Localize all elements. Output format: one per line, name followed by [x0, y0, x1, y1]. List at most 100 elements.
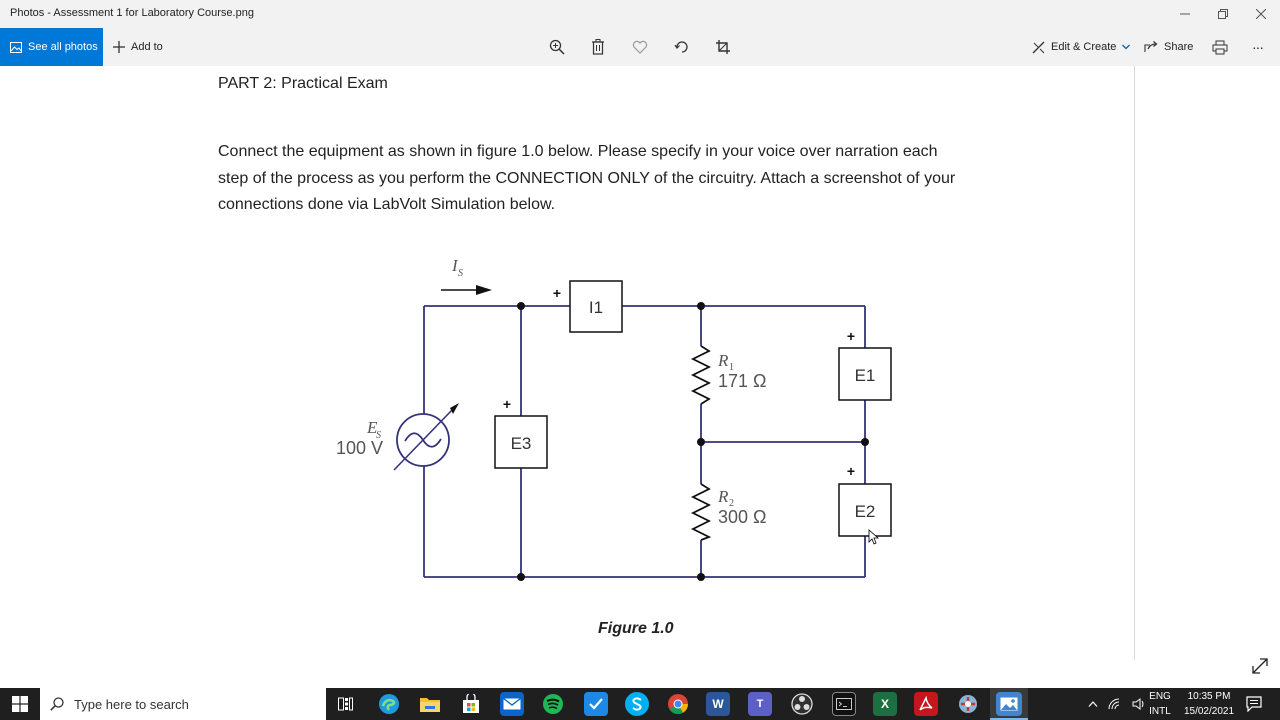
edge-icon — [379, 694, 399, 714]
voltmeter-e3 — [494, 415, 548, 469]
junction-dot — [697, 438, 705, 446]
polarity-plus: + — [847, 328, 855, 344]
junction-dots — [517, 302, 869, 581]
language-top: ENG — [1149, 691, 1171, 702]
network-icon[interactable] — [1108, 698, 1122, 710]
word-icon: W — [712, 697, 724, 711]
source-value: 100 V — [336, 438, 383, 458]
obs-icon — [791, 693, 813, 715]
task-view-button[interactable] — [334, 692, 358, 716]
document-heading: PART 2: Practical Exam — [218, 75, 388, 92]
crop-icon — [716, 40, 730, 54]
taskbar-app-photos[interactable] — [996, 692, 1022, 716]
search-placeholder: Type here to search — [74, 696, 189, 712]
taskbar-app-spotify[interactable] — [541, 692, 565, 716]
meter-e2-label: E2 — [855, 502, 876, 521]
share-icon — [1144, 41, 1158, 52]
junction-dot — [697, 302, 705, 310]
current-arrow-head — [476, 285, 492, 295]
polarity-plus: + — [553, 285, 561, 301]
r1-subscript: 1 — [729, 362, 734, 373]
polarity-plus: + — [847, 463, 855, 479]
paragraph-line: connections done via LabVolt Simulation … — [218, 196, 556, 213]
meter-e3-label: E3 — [511, 434, 532, 453]
more-options-button[interactable]: ··· — [1252, 28, 1264, 66]
restore-button[interactable] — [1204, 0, 1242, 28]
notification-icon — [1246, 696, 1262, 713]
taskbar-app-store[interactable] — [459, 692, 483, 716]
terminal-icon — [836, 698, 852, 710]
minimize-icon — [1180, 13, 1190, 15]
paragraph-line: step of the process as you perform the C… — [218, 169, 956, 187]
active-app-highlight — [990, 688, 1028, 720]
taskbar-app-acrobat[interactable] — [914, 692, 938, 716]
share-button[interactable]: Share — [1144, 28, 1193, 66]
taskbar-app-skype[interactable] — [625, 692, 649, 716]
taskbar-clock[interactable]: 10:35 PM 15/02/2021 — [1174, 689, 1244, 719]
junction-dot — [697, 573, 705, 581]
volume-icon[interactable] — [1132, 698, 1146, 710]
clock-date: 15/02/2021 — [1183, 706, 1235, 717]
window-title: Photos - Assessment 1 for Laboratory Cou… — [10, 7, 254, 19]
print-button[interactable] — [1211, 38, 1229, 56]
see-all-photos-button[interactable]: See all photos — [0, 28, 103, 66]
fullscreen-expand-icon[interactable] — [1250, 656, 1270, 676]
see-all-photos-label: See all photos — [28, 41, 98, 53]
taskbar-app-chrome[interactable] — [666, 692, 690, 716]
zoom-button[interactable] — [548, 38, 566, 56]
crop-button[interactable] — [714, 38, 732, 56]
arrow-head-icon — [450, 403, 459, 414]
printer-icon — [1212, 40, 1228, 54]
taskbar-app-teams[interactable]: T — [748, 692, 772, 716]
folder-icon — [420, 698, 440, 712]
taskbar-app-obs[interactable] — [790, 692, 814, 716]
zoom-icon — [549, 39, 565, 55]
rotate-button[interactable] — [673, 38, 691, 56]
system-tray — [1088, 688, 1146, 720]
current-symbol: I — [451, 256, 459, 275]
add-to-button[interactable]: Add to — [113, 28, 163, 66]
taskbar-app-word[interactable]: W — [706, 692, 730, 716]
photos-icon — [10, 41, 22, 53]
action-center-button[interactable] — [1246, 696, 1262, 717]
spotify-icon — [543, 694, 563, 714]
share-label: Share — [1164, 41, 1194, 53]
taskbar-app-terminal[interactable] — [832, 692, 856, 716]
taskbar-app-other[interactable] — [956, 692, 980, 716]
instructions-paragraph: Connect the equipment as shown in figure… — [218, 139, 1068, 219]
language-indicator[interactable]: ENG INTL — [1146, 689, 1174, 719]
r2-subscript: 2 — [729, 498, 734, 509]
store-bag-icon — [463, 694, 479, 713]
circuit-diagram: I1 E3 E1 E2 + + + + I S E S 100 V R 1 17… — [336, 256, 892, 581]
photo-viewer-canvas: PART 2: Practical Exam Connect the equip… — [0, 66, 1280, 688]
figure-caption: Figure 1.0 — [598, 620, 674, 637]
edit-create-button[interactable]: Edit & Create — [1032, 28, 1131, 66]
plus-icon — [113, 41, 125, 53]
source-subscript: S — [376, 430, 381, 441]
app-icon — [959, 695, 977, 713]
taskbar-app-edge[interactable] — [377, 692, 401, 716]
start-button[interactable] — [0, 688, 40, 720]
meter-i1-label: I1 — [589, 298, 603, 317]
windows-taskbar: Type here to search W — [0, 688, 1280, 720]
taskbar-search-box[interactable]: Type here to search — [40, 688, 326, 720]
edit-create-icon — [1032, 41, 1045, 53]
taskbar-app-file-explorer[interactable] — [418, 692, 442, 716]
favorite-button[interactable] — [631, 38, 649, 56]
add-to-label: Add to — [131, 41, 163, 53]
taskbar-app-mail[interactable] — [500, 692, 524, 716]
photos-app-icon — [1000, 697, 1018, 711]
variable-arrow — [393, 409, 453, 471]
junction-dot — [517, 573, 525, 581]
more-options-label: ··· — [1252, 39, 1264, 55]
circuit-wires — [423, 305, 866, 578]
close-button[interactable] — [1242, 0, 1280, 28]
taskbar-app-excel[interactable]: X — [873, 692, 897, 716]
close-icon — [1256, 9, 1266, 19]
taskbar-app-tasks[interactable] — [584, 692, 608, 716]
minimize-button[interactable] — [1166, 0, 1204, 28]
language-bottom: INTL — [1149, 706, 1171, 717]
chevron-up-icon[interactable] — [1088, 700, 1098, 708]
delete-button[interactable] — [589, 38, 607, 56]
restore-icon — [1218, 9, 1228, 19]
